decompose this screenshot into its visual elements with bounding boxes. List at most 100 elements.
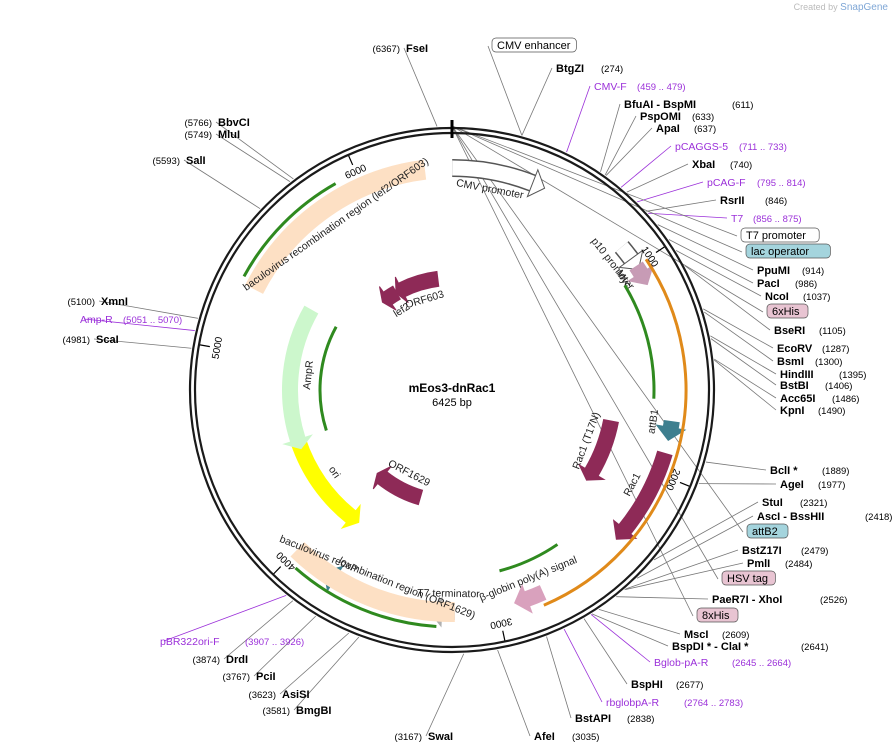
- feature-arrowhead: [340, 503, 361, 530]
- enzyme-label: BbvCI: [218, 117, 250, 129]
- enzyme-position: (1395): [839, 370, 866, 381]
- leader-line: [183, 159, 261, 210]
- feature-label: attB1: [646, 408, 662, 434]
- enzyme-position: (633): [692, 112, 714, 123]
- leader-line: [703, 308, 774, 349]
- feature-arrowhead: [526, 168, 546, 198]
- enzyme-position: (1300): [815, 357, 842, 368]
- leader-line: [425, 653, 465, 737]
- enzyme-label: ApaI: [656, 123, 680, 135]
- leader-line: [668, 239, 754, 284]
- feature-box-label: HSV tag: [727, 573, 768, 585]
- feature-box-label: 6xHis: [772, 306, 800, 318]
- enzyme-label: BstZ17I: [742, 545, 782, 557]
- enzyme-label: AsiSI: [282, 689, 310, 701]
- leader-line: [566, 85, 591, 153]
- enzyme-position: (2609): [722, 630, 749, 641]
- feature-arrowhead: [627, 264, 654, 286]
- primer-label: rbglobpA-R: [606, 697, 660, 709]
- enzyme-position: (1490): [818, 406, 845, 417]
- enzyme-label: BspDI * - ClaI *: [672, 641, 749, 653]
- primer-range: (856 .. 875): [753, 214, 802, 225]
- feature-arc: [524, 585, 547, 607]
- enzyme-label: BmgBI: [296, 705, 331, 717]
- credit-prefix: Created by: [793, 2, 838, 12]
- enzyme-label: KpnI: [780, 405, 804, 417]
- enzyme-label: SwaI: [428, 731, 453, 743]
- feature-arc: [282, 305, 319, 443]
- tick-mark: [273, 566, 282, 575]
- leader-line: [675, 250, 762, 297]
- feature-box-label: 8xHis: [702, 610, 730, 622]
- leader-line: [704, 311, 774, 362]
- enzyme-label: BspHI: [631, 679, 663, 691]
- leader-line: [714, 359, 777, 411]
- leader-line: [223, 600, 294, 660]
- enzyme-position: (1486): [832, 394, 859, 405]
- leader-line: [590, 614, 651, 663]
- feature-label: T7 terminator: [417, 587, 480, 600]
- primer-label: Amp-R: [80, 314, 113, 326]
- tick-mark: [348, 155, 354, 166]
- green-direction-arrow: [318, 326, 338, 431]
- feature-label-box: [721, 570, 776, 586]
- feature-box-label: T7 promoter: [746, 230, 806, 242]
- leader-line: [403, 47, 438, 127]
- enzyme-position: (3581): [263, 706, 290, 717]
- leader-line: [451, 125, 744, 533]
- enzyme-position: (2641): [801, 642, 828, 653]
- feature-arc: [584, 418, 619, 477]
- feature-arrowhead: [612, 519, 638, 540]
- feature-label-box: [766, 303, 809, 319]
- enzyme-position: (3767): [223, 672, 250, 683]
- feature-arrowhead: [372, 465, 392, 490]
- enzyme-label: XmnI: [101, 296, 128, 308]
- leader-line: [657, 224, 754, 271]
- enzyme-position: (2321): [800, 498, 827, 509]
- enzyme-label: AgeI: [780, 479, 804, 491]
- backbone-ring: [188, 120, 716, 654]
- leader-line: [710, 338, 777, 386]
- feature-arc: [377, 471, 424, 506]
- enzyme-position: (274): [601, 64, 623, 75]
- feature-arrowhead: [394, 276, 409, 304]
- leader-lines: [83, 45, 777, 737]
- feature-arrowhead: [655, 424, 687, 441]
- leader-line: [598, 608, 681, 635]
- tick-mark: [679, 481, 690, 487]
- tick-mark: [199, 344, 210, 348]
- enzyme-label: PspOMI: [640, 111, 681, 123]
- feature-arrowhead: [514, 584, 533, 614]
- leader-line: [83, 318, 195, 331]
- enzyme-position: (5749): [185, 130, 212, 141]
- green-direction-arrow: [499, 543, 559, 573]
- feature-label-box: [746, 523, 789, 539]
- feature-arc-fill: [615, 242, 638, 264]
- enzyme-position: (3035): [572, 732, 599, 743]
- enzyme-label: StuI: [762, 497, 783, 509]
- enzyme-position: (2484): [785, 559, 812, 570]
- feature-arrowhead: [378, 286, 397, 311]
- enzyme-label: BsmI: [777, 356, 804, 368]
- primer-label: pBR322ori-F: [160, 636, 220, 648]
- feature-label-box: [491, 37, 577, 53]
- feature-arrowhead: [578, 463, 606, 481]
- enzyme-label: FseI: [406, 43, 428, 55]
- enzyme-position: (6367): [373, 44, 400, 55]
- feature-arc: [245, 159, 427, 294]
- leader-line: [620, 145, 672, 188]
- enzyme-label: BstAPI: [575, 713, 611, 725]
- orange-direction-arrow: [543, 258, 688, 607]
- enzyme-label: BstBI: [780, 380, 809, 392]
- feature-label: baculovirus recombination region (lef2/O…: [241, 155, 431, 293]
- tick-label: 3000: [489, 615, 513, 630]
- primer-label: pCAGGS-5: [675, 141, 728, 153]
- enzyme-position: (3623): [249, 690, 276, 701]
- leader-line: [563, 628, 603, 703]
- enzyme-position: (5100): [68, 297, 95, 308]
- enzyme-label: SalI: [186, 155, 206, 167]
- feature-box-label: attB2: [752, 526, 778, 538]
- feature-arc: [629, 261, 648, 278]
- plasmid-length: 6425 bp: [432, 397, 472, 409]
